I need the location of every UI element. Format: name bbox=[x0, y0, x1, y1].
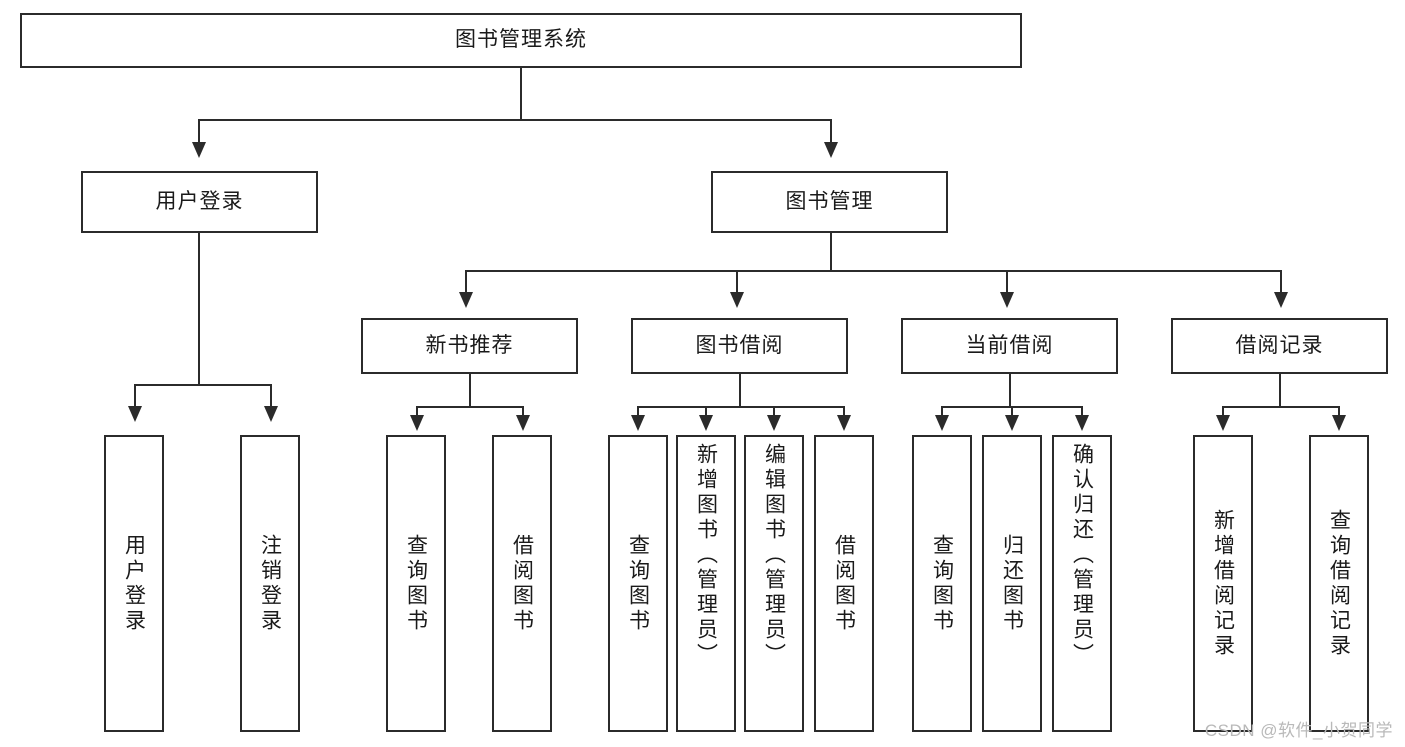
arrowhead-leaf-query-book-2 bbox=[631, 415, 645, 431]
arrowhead-leaf-return-book bbox=[1005, 415, 1019, 431]
node-label: 借阅图书 bbox=[510, 533, 534, 634]
connector-bookborrow-drop-3 bbox=[773, 406, 775, 418]
connector-newbook-bus bbox=[416, 406, 522, 408]
connector-bookborrow-drop-2 bbox=[705, 406, 707, 418]
connector-userlogin-drop-2 bbox=[270, 384, 272, 408]
connector-borrowrecord-drop-2 bbox=[1338, 406, 1340, 418]
node-label: 图书管理系统 bbox=[455, 28, 587, 52]
connector-currentborrow-drop-3 bbox=[1081, 406, 1083, 418]
connector-userlogin-stem bbox=[198, 233, 200, 385]
connector-bookmgmt-drop-4 bbox=[1280, 270, 1282, 294]
leaf-query-book-current[interactable]: 查询图书 bbox=[912, 435, 972, 732]
node-label: 借阅记录 bbox=[1235, 333, 1324, 357]
connector-newbook-drop-2 bbox=[522, 406, 524, 418]
connector-bookborrow-drop-4 bbox=[843, 406, 845, 418]
connector-userlogin-bus bbox=[134, 384, 270, 386]
connector-newbook-drop-1 bbox=[416, 406, 418, 418]
node-label: 注销登录 bbox=[258, 533, 282, 634]
arrowhead-leaf-edit-book bbox=[767, 415, 781, 431]
leaf-query-book-newbook[interactable]: 查询图书 bbox=[386, 435, 446, 732]
leaf-add-borrow-record[interactable]: 新增借阅记录 bbox=[1193, 435, 1253, 732]
leaf-borrow-book[interactable]: 借阅图书 bbox=[814, 435, 874, 732]
connector-bookborrow-bus bbox=[637, 406, 843, 408]
connector-bookborrow-stem bbox=[739, 374, 741, 407]
node-user-login[interactable]: 用户登录 bbox=[81, 171, 318, 233]
arrowhead-book-borrow bbox=[730, 292, 744, 308]
arrowhead-userlogin bbox=[192, 142, 206, 158]
node-label: 新增借阅记录 bbox=[1211, 508, 1235, 659]
connector-root-to-bookmgmt bbox=[830, 119, 832, 144]
leaf-user-login[interactable]: 用户登录 bbox=[104, 435, 164, 732]
node-label: 查询图书 bbox=[626, 533, 650, 634]
arrowhead-leaf-confirm-return bbox=[1075, 415, 1089, 431]
connector-newbook-stem bbox=[469, 374, 471, 407]
node-label: 用户登录 bbox=[155, 189, 244, 213]
connector-bookmgmt-stem bbox=[830, 233, 832, 271]
node-borrow-record[interactable]: 借阅记录 bbox=[1171, 318, 1388, 374]
arrowhead-new-book bbox=[459, 292, 473, 308]
node-new-book-recommend[interactable]: 新书推荐 bbox=[361, 318, 578, 374]
node-label: 新增图书（管理员） bbox=[694, 443, 718, 668]
node-label: 编辑图书（管理员） bbox=[762, 443, 786, 668]
arrowhead-leaf-query-book-1 bbox=[410, 415, 424, 431]
connector-bookmgmt-bus bbox=[465, 270, 1280, 272]
arrowhead-leaf-borrow-book-1 bbox=[516, 415, 530, 431]
arrowhead-leaf-logout bbox=[264, 406, 278, 422]
node-label: 图书借阅 bbox=[695, 333, 784, 357]
node-label: 用户登录 bbox=[122, 533, 146, 634]
arrowhead-leaf-query-book-3 bbox=[935, 415, 949, 431]
arrowhead-leaf-query-record bbox=[1332, 415, 1346, 431]
node-book-borrow[interactable]: 图书借阅 bbox=[631, 318, 848, 374]
arrowhead-borrow-record bbox=[1274, 292, 1288, 308]
leaf-return-book[interactable]: 归还图书 bbox=[982, 435, 1042, 732]
node-label: 确认归还（管理员） bbox=[1070, 443, 1094, 668]
node-label: 新书推荐 bbox=[425, 333, 514, 357]
connector-currentborrow-drop-2 bbox=[1011, 406, 1013, 418]
connector-bookborrow-drop-1 bbox=[637, 406, 639, 418]
node-label: 归还图书 bbox=[1000, 533, 1024, 634]
leaf-query-borrow-record[interactable]: 查询借阅记录 bbox=[1309, 435, 1369, 732]
node-label: 借阅图书 bbox=[832, 533, 856, 634]
connector-bookmgmt-drop-2 bbox=[736, 270, 738, 294]
arrowhead-bookmgmt bbox=[824, 142, 838, 158]
arrowhead-leaf-add-record bbox=[1216, 415, 1230, 431]
leaf-query-book-borrow[interactable]: 查询图书 bbox=[608, 435, 668, 732]
connector-root-stem bbox=[520, 68, 522, 120]
connector-bookmgmt-drop-3 bbox=[1006, 270, 1008, 294]
node-label: 查询图书 bbox=[930, 533, 954, 634]
arrowhead-leaf-add-book bbox=[699, 415, 713, 431]
connector-userlogin-drop-1 bbox=[134, 384, 136, 408]
leaf-borrow-book-newbook[interactable]: 借阅图书 bbox=[492, 435, 552, 732]
node-book-management[interactable]: 图书管理 bbox=[711, 171, 948, 233]
arrowhead-leaf-user-login bbox=[128, 406, 142, 422]
node-label: 查询借阅记录 bbox=[1327, 508, 1351, 659]
connector-currentborrow-drop-1 bbox=[941, 406, 943, 418]
leaf-add-book-admin[interactable]: 新增图书（管理员） bbox=[676, 435, 736, 732]
node-label: 当前借阅 bbox=[965, 333, 1054, 357]
connector-currentborrow-stem bbox=[1009, 374, 1011, 407]
arrowhead-leaf-borrow-book-2 bbox=[837, 415, 851, 431]
connector-borrowrecord-bus bbox=[1222, 406, 1338, 408]
connector-borrowrecord-stem bbox=[1279, 374, 1281, 407]
connector-bookmgmt-drop-1 bbox=[465, 270, 467, 294]
leaf-edit-book-admin[interactable]: 编辑图书（管理员） bbox=[744, 435, 804, 732]
node-label: 查询图书 bbox=[404, 533, 428, 634]
leaf-confirm-return-admin[interactable]: 确认归还（管理员） bbox=[1052, 435, 1112, 732]
arrowhead-current-borrow bbox=[1000, 292, 1014, 308]
connector-root-to-userlogin bbox=[198, 119, 200, 144]
node-root-system[interactable]: 图书管理系统 bbox=[20, 13, 1022, 68]
node-label: 图书管理 bbox=[785, 189, 874, 213]
node-current-borrow[interactable]: 当前借阅 bbox=[901, 318, 1118, 374]
connector-root-bus bbox=[198, 119, 832, 121]
connector-borrowrecord-drop-1 bbox=[1222, 406, 1224, 418]
leaf-logout[interactable]: 注销登录 bbox=[240, 435, 300, 732]
